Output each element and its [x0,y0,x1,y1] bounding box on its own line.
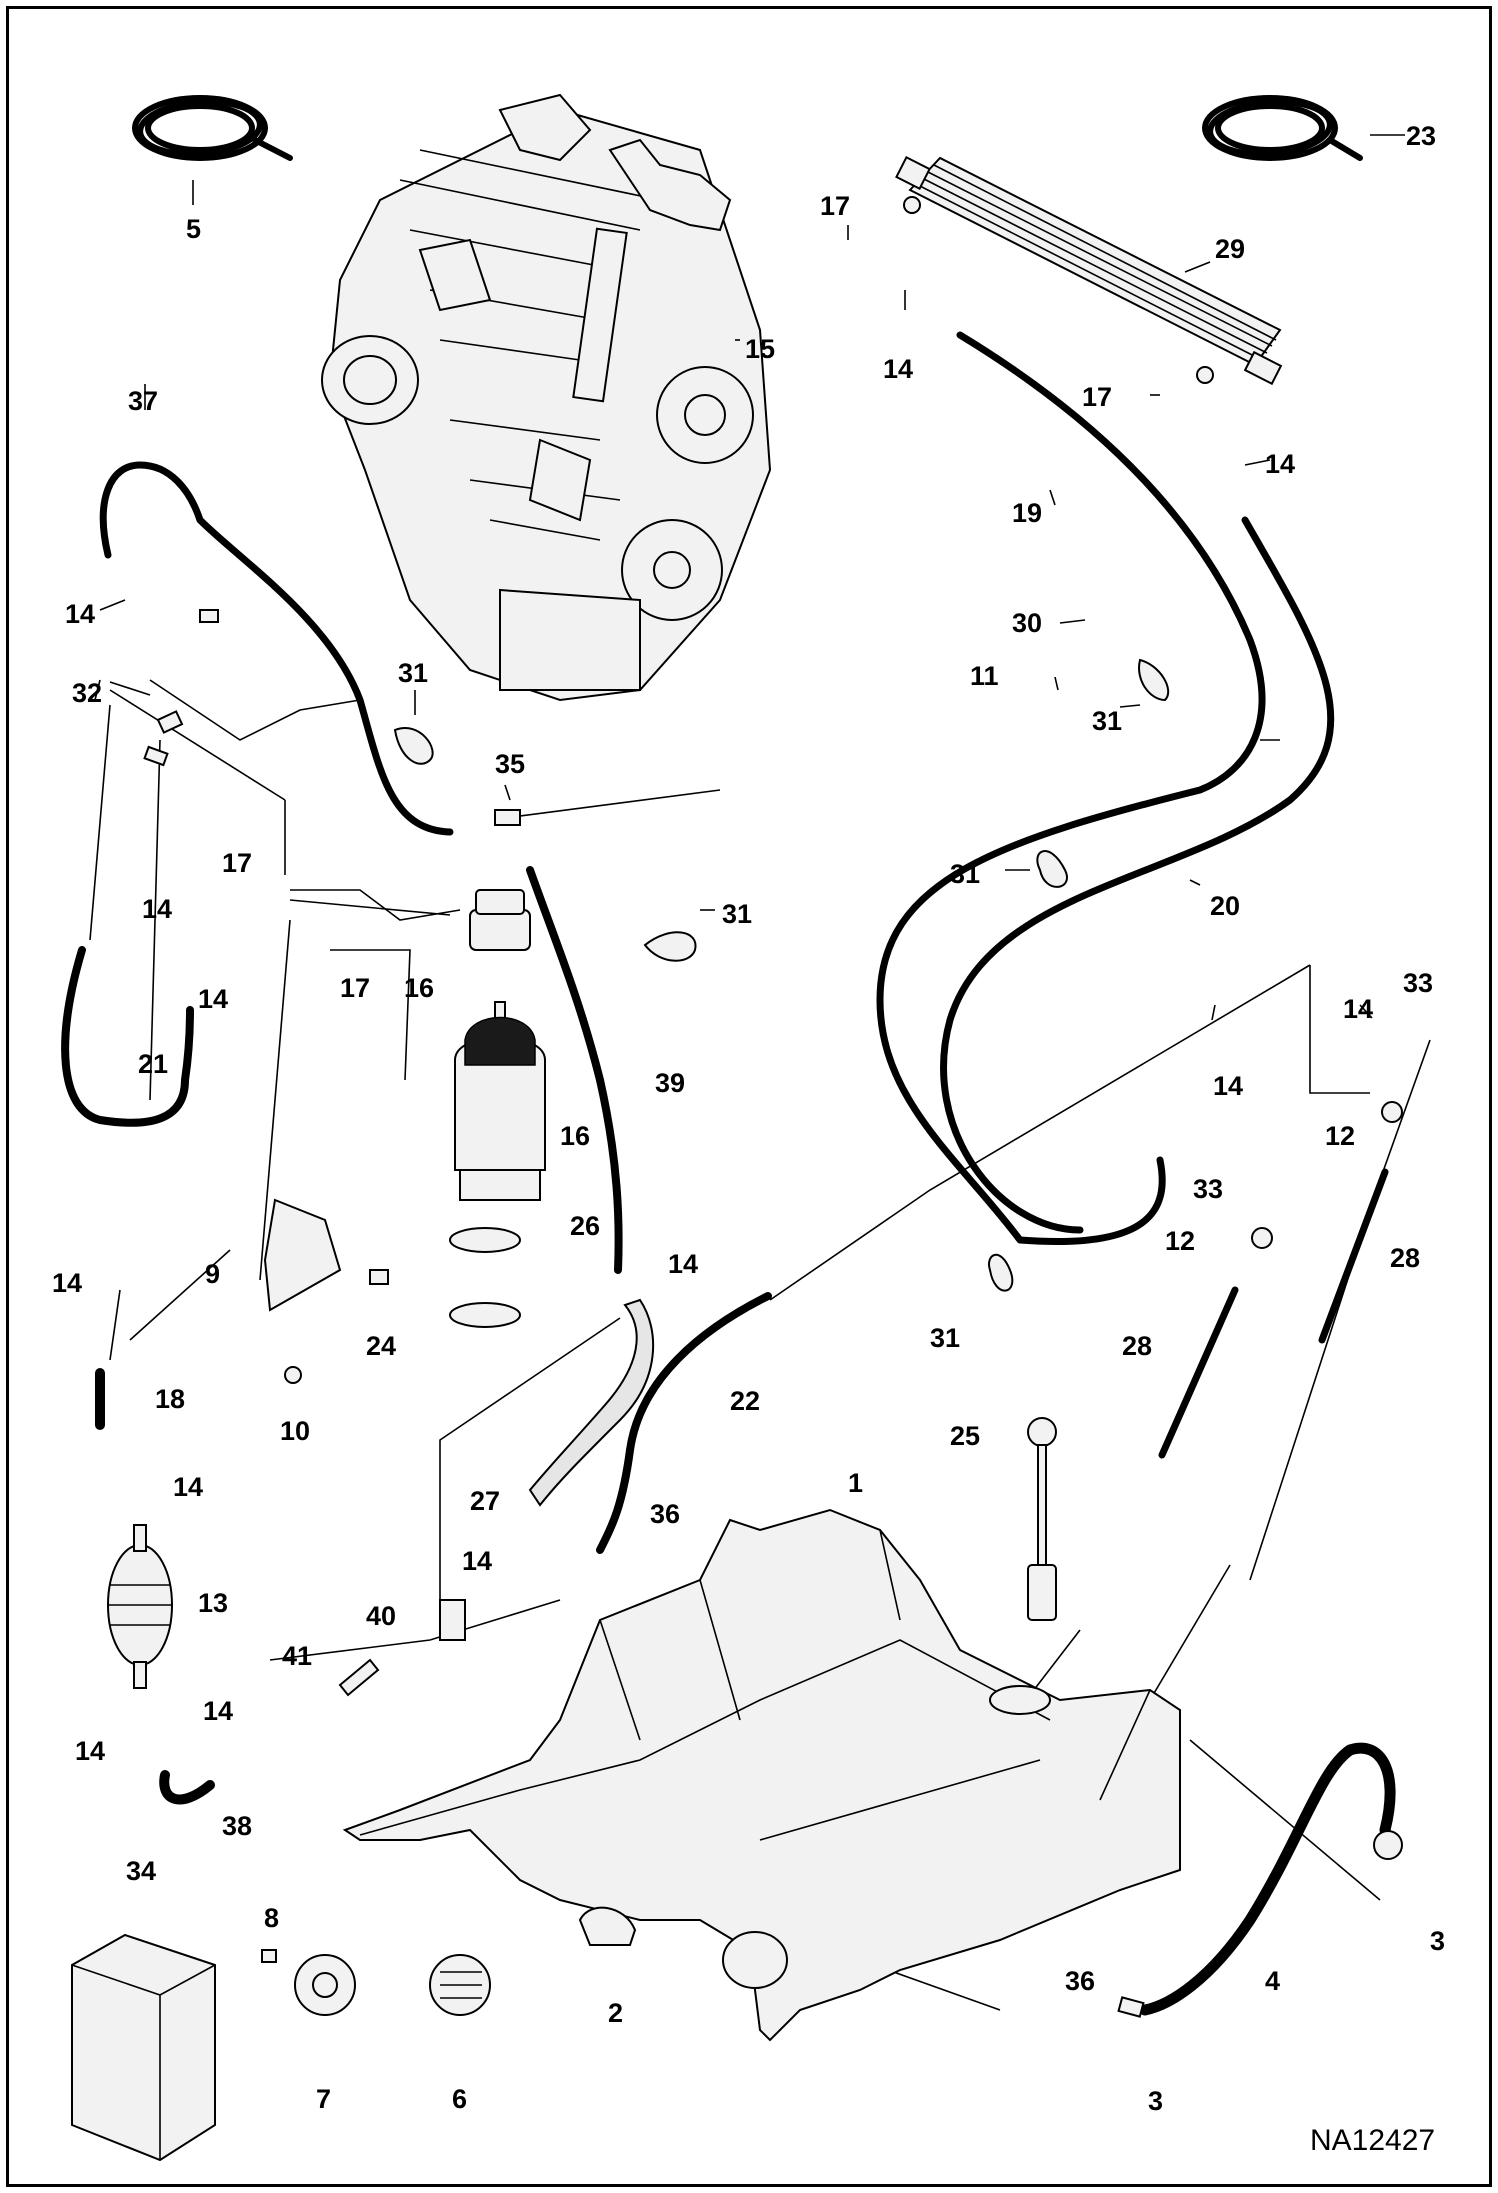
callout-label: 2 [608,1998,623,2028]
callout-label: 29 [1215,234,1245,264]
callout-label: 14 [173,1472,203,1502]
hose-coil-right [1205,98,1360,158]
callout-label: 14 [462,1546,492,1576]
callout-label: 36 [1065,1966,1095,1996]
callout-label: 24 [366,1331,396,1361]
callout-label: 38 [222,1811,252,1841]
callout-label: 25 [950,1421,980,1451]
callout-label: 17 [340,973,370,1003]
callout-label: 33 [1193,1174,1223,1204]
fuel-level-sender [1028,1418,1056,1620]
callout-label: 14 [883,354,913,384]
callout-label: 31 [950,859,980,889]
callout-label: 31 [398,658,428,688]
callout-label: 14 [1343,994,1373,1024]
callout-label: 40 [366,1601,396,1631]
callout-label: 11 [970,661,999,691]
callout-label: 14 [203,1696,233,1726]
fuel-filter-assembly [265,890,545,1383]
callout-label: 8 [264,1903,279,1933]
primer-bulb [108,1525,172,1688]
callout-label: 14 [198,984,228,1014]
callout-label: 30 [1012,608,1042,638]
fuel-cooler [896,157,1280,383]
callout-label: 31 [1092,706,1122,736]
callout-label: 14 [1265,449,1295,479]
callout-label: 17 [820,191,850,221]
callout-label: 36 [650,1499,680,1529]
callout-label: 35 [495,749,525,779]
callout-label: 3 [1148,2086,1163,2116]
fuel-caps [262,1950,490,2015]
callout-label: 14 [668,1249,698,1279]
callout-leaders [95,135,1405,1020]
engine-assembly [322,95,770,700]
callout-label: 12 [1165,1226,1195,1256]
callout-label: 32 [72,678,102,708]
callout-label: 9 [205,1259,220,1289]
callout-label: 14 [75,1736,105,1766]
callout-label: 26 [570,1211,600,1241]
callout-label: 4 [1265,1966,1280,1996]
callout-label: 28 [1122,1331,1152,1361]
callout-label: 10 [280,1416,310,1446]
callout-label: 27 [470,1486,500,1516]
callout-label: 13 [198,1588,228,1618]
callout-label: 12 [1325,1121,1355,1151]
callout-label: 14 [142,894,172,924]
callout-label: 34 [126,1856,156,1886]
callout-label: 15 [745,334,775,364]
callout-label: 31 [722,899,752,929]
callout-label: 14 [1213,1071,1243,1101]
callout-label: 19 [1012,498,1042,528]
callout-label: 6 [452,2084,467,2114]
callout-label: 37 [128,386,158,416]
callout-label: 7 [316,2084,331,2114]
callout-label: 16 [404,973,434,1003]
callout-label: 3 [1430,1926,1445,1956]
callout-label: 21 [138,1049,168,1079]
hose-coil-left [135,98,290,158]
callout-label: 1 [848,1468,863,1498]
callout-label: 22 [730,1386,760,1416]
callout-label: 17 [222,848,252,878]
callout-label: 14 [65,599,95,629]
callout-label: 39 [655,1068,685,1098]
parts-box [72,1935,215,2160]
callout-label: 28 [1390,1243,1420,1273]
callout-label: 16 [560,1121,590,1151]
drawing-reference-code: NA12427 [1310,2124,1435,2157]
callout-label: 14 [52,1268,82,1298]
callout-label: 23 [1406,121,1436,151]
callout-label: 20 [1210,891,1240,921]
callout-label: 18 [155,1384,185,1414]
callout-label: 33 [1403,968,1433,998]
callout-label: 41 [282,1641,312,1671]
callout-label: 5 [186,214,201,244]
callout-label: 31 [930,1323,960,1353]
callout-label: 17 [1082,382,1112,412]
